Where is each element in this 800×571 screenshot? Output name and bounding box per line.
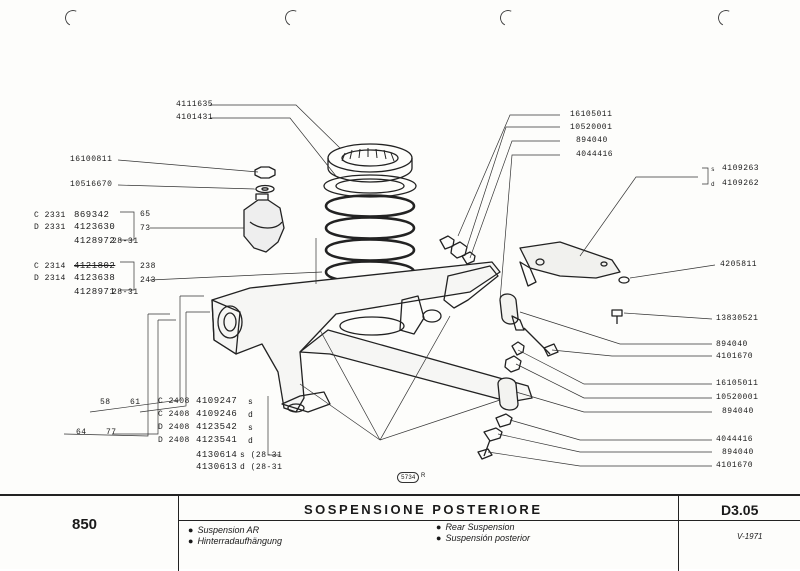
part-prefix: D 2314	[34, 274, 66, 283]
badge-mark: R	[421, 473, 426, 479]
part-label: 4130613	[196, 462, 238, 472]
part-label: 10520001	[716, 393, 759, 402]
translation-fr: Suspension AR	[197, 525, 260, 535]
part-suffix: s (28-31	[240, 451, 283, 460]
revision-date: V-1971	[737, 532, 763, 541]
dimension-label: 77	[106, 428, 117, 437]
translation-line: ●Suspensión posterior	[436, 533, 530, 544]
part-label: 4128971	[74, 287, 116, 297]
bullet-icon: ●	[436, 522, 442, 532]
part-prefix: C 2408	[158, 397, 190, 406]
part-label: 4109262	[722, 179, 760, 188]
dimension-label: 73	[140, 224, 151, 233]
dimension-label: 238	[140, 262, 156, 271]
part-label: 10520001	[570, 123, 613, 132]
part-side: s	[711, 166, 716, 173]
part-suffix: s	[248, 398, 254, 407]
part-label: 4044416	[576, 150, 614, 159]
part-label: 894040	[716, 340, 748, 349]
part-label: 4044416	[716, 435, 754, 444]
part-suffix: d (28-31	[240, 463, 283, 472]
part-prefix: D 2408	[158, 423, 190, 432]
part-prefix: D 2408	[158, 436, 190, 445]
dimension-label: 58	[100, 398, 111, 407]
part-label: 4109246	[196, 409, 238, 419]
part-side: d	[711, 181, 716, 188]
page-code: D3.05	[721, 502, 759, 518]
translation-en: Rear Suspension	[445, 522, 515, 532]
part-label: 4123541	[196, 435, 238, 445]
dimension-label: 61	[130, 398, 141, 407]
bullet-icon: ●	[188, 536, 194, 546]
part-label: 894040	[576, 136, 608, 145]
page-title: SOSPENSIONE POSTERIORE	[304, 502, 543, 517]
dimension-label: 65	[140, 210, 151, 219]
part-label: 4101670	[716, 461, 754, 470]
part-label: 4111635	[176, 100, 214, 109]
translation-line: ●Suspension AR	[188, 525, 282, 536]
part-label: 4101431	[176, 113, 214, 122]
title-block: 850 SOSPENSIONE POSTERIORE ●Suspension A…	[0, 494, 800, 571]
model-number: 850	[72, 516, 98, 533]
part-label: 16105011	[570, 110, 613, 119]
part-label: 4123638	[74, 273, 116, 283]
divider	[178, 520, 678, 521]
translations-right: ●Rear Suspension ●Suspensión posterior	[436, 522, 530, 544]
part-prefix: C 2331	[34, 211, 66, 220]
part-label: 4130614	[196, 450, 238, 460]
part-label: 4101670	[716, 352, 754, 361]
part-label: 4109247	[196, 396, 238, 406]
translation-line: ●Rear Suspension	[436, 522, 530, 533]
translation-es: Suspensión posterior	[445, 533, 530, 543]
bullet-icon: ●	[436, 533, 442, 543]
part-label: 4109263	[722, 164, 760, 173]
drawing-number-badge: 5734	[397, 472, 420, 483]
divider	[679, 520, 800, 521]
bullet-icon: ●	[188, 525, 194, 535]
dimension-label: 243	[140, 276, 156, 285]
model-cell: 850	[0, 496, 179, 571]
dimension-label: 64	[76, 428, 87, 437]
part-prefix: C 2314	[34, 262, 66, 271]
part-suffix: d	[248, 437, 254, 446]
part-label: 894040	[722, 448, 754, 457]
suspension-exploded-drawing	[63, 104, 716, 467]
part-prefix: D 2331	[34, 223, 66, 232]
part-label: 4123630	[74, 222, 116, 232]
part-label: 4128972	[74, 236, 116, 246]
translations-left: ●Suspension AR ●Hinterradaufhängung	[188, 525, 282, 547]
part-suffix: 28-31	[112, 288, 139, 297]
part-label: 13830521	[716, 314, 759, 323]
part-label: 4123542	[196, 422, 238, 432]
part-suffix: 28-31	[112, 237, 139, 246]
part-label: 16105011	[716, 379, 759, 388]
part-prefix: C 2408	[158, 410, 190, 419]
part-label: 4121802	[74, 261, 116, 271]
part-suffix: s	[248, 424, 254, 433]
translation-de: Hinterradaufhängung	[197, 536, 283, 546]
code-cell: D3.05 V-1971	[678, 496, 800, 571]
part-label: 4205811	[720, 260, 758, 269]
part-label: 894040	[722, 407, 754, 416]
title-cell: SOSPENSIONE POSTERIORE ●Suspension AR ●H…	[178, 496, 678, 571]
part-label: 16100811	[70, 155, 113, 164]
translation-line: ●Hinterradaufhängung	[188, 536, 282, 547]
part-label: 869342	[74, 210, 110, 220]
part-label: 10516670	[70, 180, 113, 189]
part-suffix: d	[248, 411, 254, 420]
